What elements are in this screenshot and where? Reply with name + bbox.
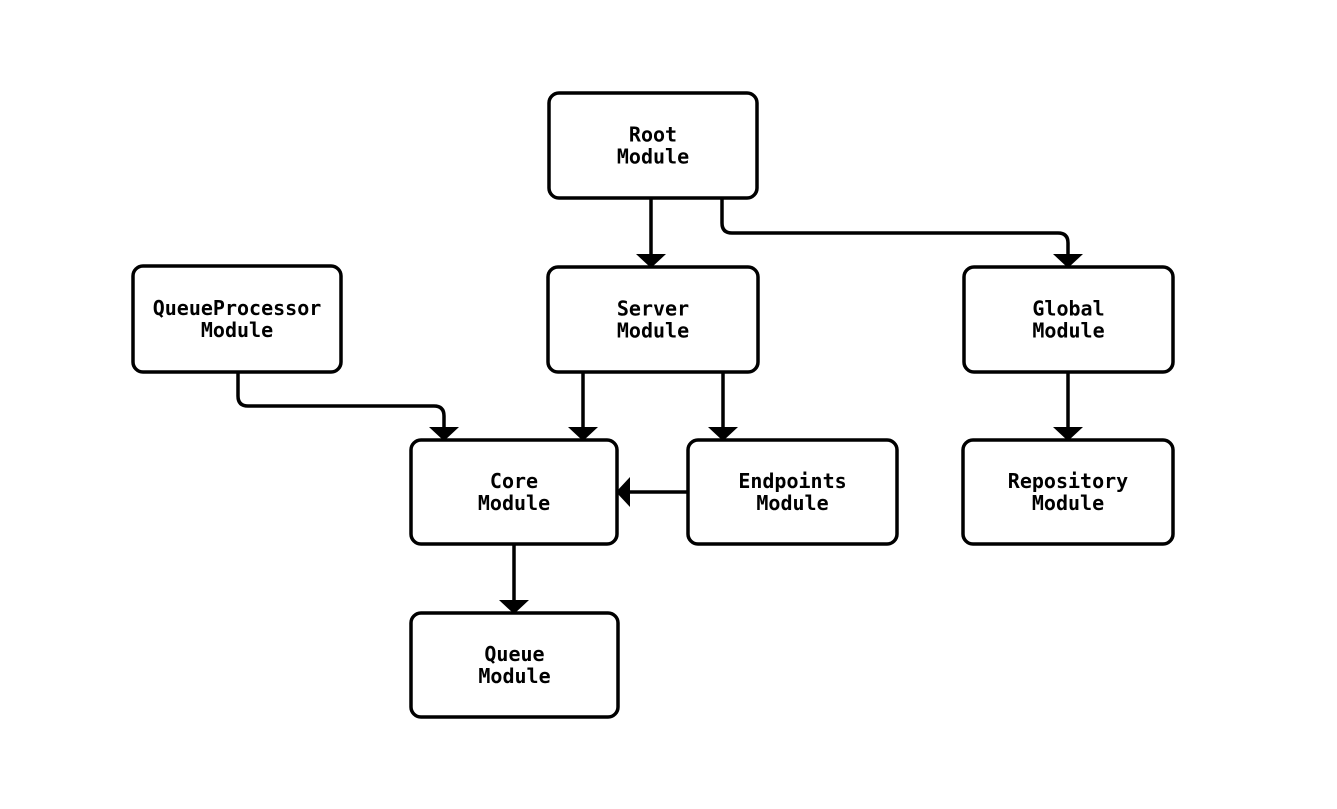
node-label-global-line1: Global [1032,297,1104,321]
node-box-endpoints [686,438,899,546]
node-label-core-line1: Core [490,469,538,493]
node-box-global [962,265,1175,374]
edge-root-global [720,198,1083,268]
node-label-repository-line2: Module [1032,491,1104,515]
node-label-root-line2: Module [617,145,689,169]
node-label-core-line2: Module [478,491,550,515]
node-box-root [547,91,759,200]
node-label-global-line2: Module [1032,319,1104,343]
node-label-root-line1: Root [629,123,677,147]
node-label-endpoints-line2: Module [756,491,828,515]
node-label-queue-line2: Module [478,664,550,688]
edge-queueprocessor-core [236,372,459,441]
node-label-repository-line1: Repository [1008,469,1128,493]
node-label-queueprocessor-line1: QueueProcessor [153,296,322,320]
node-label-server-line1: Server [617,297,689,321]
node-box-repository [961,438,1175,546]
node-label-queue-line1: Queue [484,642,544,666]
node-box-queue [409,611,620,719]
node-box-server [546,265,760,374]
node-label-server-line2: Module [617,319,689,343]
node-box-queueprocessor [131,264,343,374]
node-label-endpoints-line1: Endpoints [738,469,846,493]
node-box-core [409,438,619,546]
node-label-queueprocessor-line2: Module [201,318,273,342]
